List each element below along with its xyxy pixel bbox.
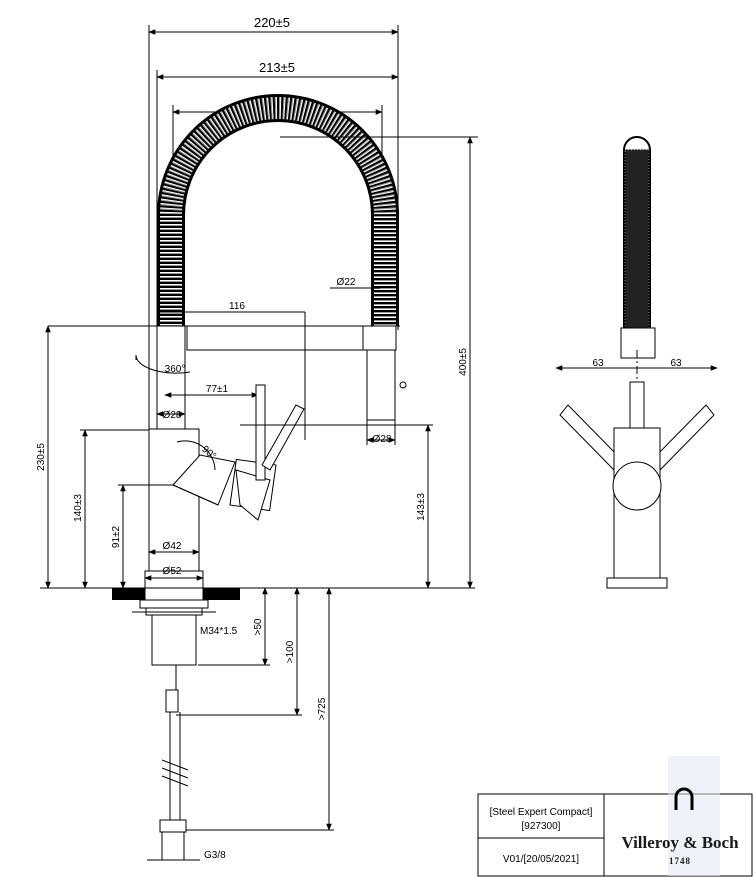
- dim-head-28: Ø28: [373, 434, 392, 445]
- brand-name: Villeroy & Boch: [621, 833, 739, 852]
- underside-fittings: [132, 587, 334, 861]
- dim-connector: G3/8: [204, 850, 226, 861]
- side-view: [555, 136, 718, 590]
- spray-arm: [48, 287, 407, 445]
- side-dim-right: 63: [670, 358, 682, 369]
- brand-logo-icon: [674, 787, 694, 810]
- height-400-dim: [280, 136, 478, 589]
- dim-hose-22: Ø22: [337, 277, 356, 288]
- dim-116: 116: [229, 301, 245, 312]
- brand-year: 1748: [669, 856, 691, 866]
- countertop: [40, 587, 475, 601]
- dim-under-725: >725: [317, 697, 328, 720]
- product-name: [Steel Expert Compact]: [490, 807, 593, 818]
- dim-thread: M34*1.5: [200, 626, 238, 637]
- coiled-hose: [157, 94, 399, 326]
- faucet-body: [135, 325, 305, 589]
- dim-spout-28: Ø28: [163, 410, 182, 421]
- dim-213: 213±5: [259, 60, 295, 75]
- title-block: [477, 756, 753, 877]
- side-dim-left: 63: [592, 358, 604, 369]
- dim-230: 230±5: [36, 443, 47, 471]
- dim-400: 400±5: [458, 348, 469, 376]
- dim-base-52: Ø52: [163, 566, 182, 577]
- dim-91: 91±2: [111, 525, 122, 548]
- dim-under-50: >50: [253, 618, 264, 635]
- dim-under-100: >100: [285, 640, 296, 663]
- dim-body-42: Ø42: [163, 541, 182, 552]
- dim-220: 220±5: [254, 15, 290, 30]
- product-code: [927300]: [522, 821, 561, 832]
- dim-140: 140±3: [73, 494, 84, 522]
- version-date: V01/[20/05/2021]: [503, 854, 579, 865]
- dim-77: 77±1: [206, 384, 229, 395]
- dim-143: 143±3: [416, 493, 427, 521]
- top-dimensions: [148, 25, 399, 430]
- left-dimensions: [45, 325, 433, 589]
- dim-rotation: 360°: [165, 364, 186, 375]
